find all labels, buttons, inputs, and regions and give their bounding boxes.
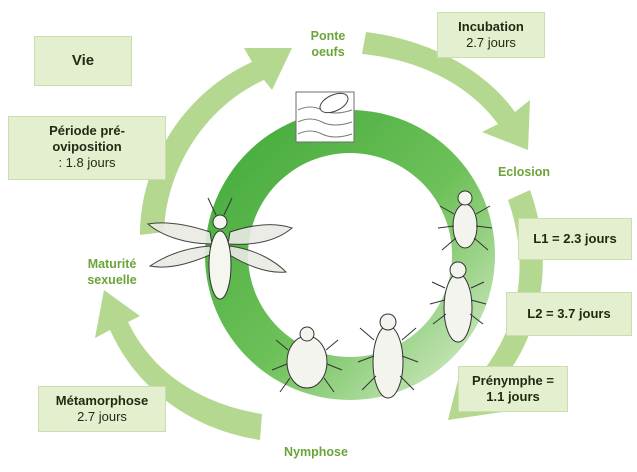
- l2-box: L2 = 3.7 jours: [506, 292, 632, 336]
- stage-eclosion: Eclosion: [482, 164, 566, 180]
- prenymphe-box: Prénymphe = 1.1 jours: [458, 366, 568, 412]
- title-label: Vie: [72, 53, 94, 69]
- incubation-value: 2.7 jours: [438, 35, 544, 51]
- prenymphe-label: Prénymphe = 1.1 jours: [471, 373, 555, 405]
- title-box: Vie: [34, 36, 132, 86]
- incubation-label: Incubation: [438, 19, 544, 35]
- metamorphose-box: Métamorphose 2.7 jours: [38, 386, 166, 432]
- l2-label: L2 = 3.7 jours: [527, 306, 610, 322]
- incubation-box: Incubation 2.7 jours: [437, 12, 545, 58]
- stage-nymphose: Nymphose: [266, 444, 366, 460]
- preoviposition-box: Période pré-oviposition : 1.8 jours: [8, 116, 166, 180]
- l1-label: L1 = 2.3 jours: [533, 231, 616, 247]
- metamorphose-label: Métamorphose: [39, 393, 165, 409]
- egg-icon: [296, 89, 354, 142]
- l1-box: L1 = 2.3 jours: [518, 218, 632, 260]
- ring-hole: [248, 153, 452, 357]
- preoviposition-label: Période pré-oviposition: [9, 123, 165, 155]
- stage-ponte: Ponte oeufs: [296, 28, 360, 60]
- metamorphose-value: 2.7 jours: [39, 409, 165, 425]
- preoviposition-value: : 1.8 jours: [9, 155, 165, 171]
- stage-maturite: Maturité sexuelle: [76, 256, 148, 288]
